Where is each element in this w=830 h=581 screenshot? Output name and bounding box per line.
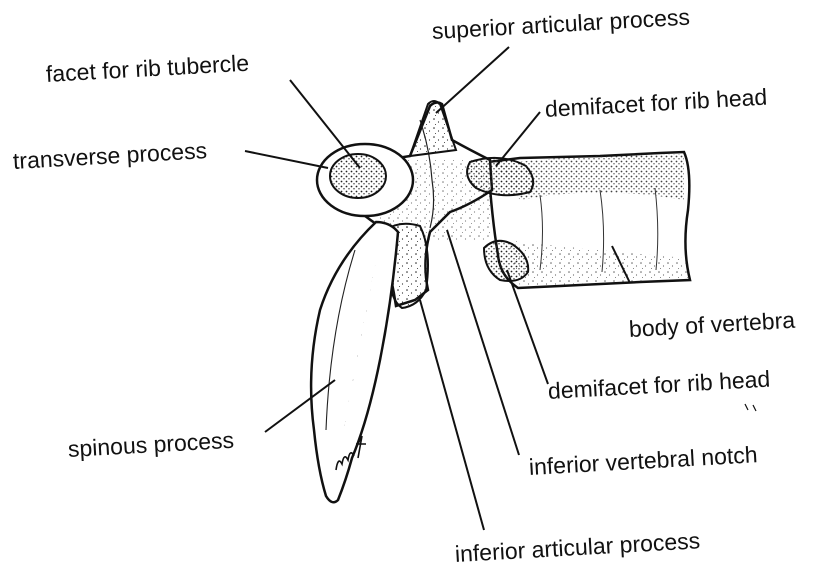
stray-marks (745, 404, 756, 411)
leader-superior-articular-process (436, 47, 509, 113)
leader-facet-for-rib-tubercle (290, 80, 360, 168)
spinous-process-shape (311, 222, 398, 502)
superior-articular-process-shape (410, 101, 456, 156)
transverse-process-shape (317, 144, 413, 216)
leader-transverse-process (245, 151, 328, 168)
leader-inferior-articular-process (420, 300, 484, 530)
